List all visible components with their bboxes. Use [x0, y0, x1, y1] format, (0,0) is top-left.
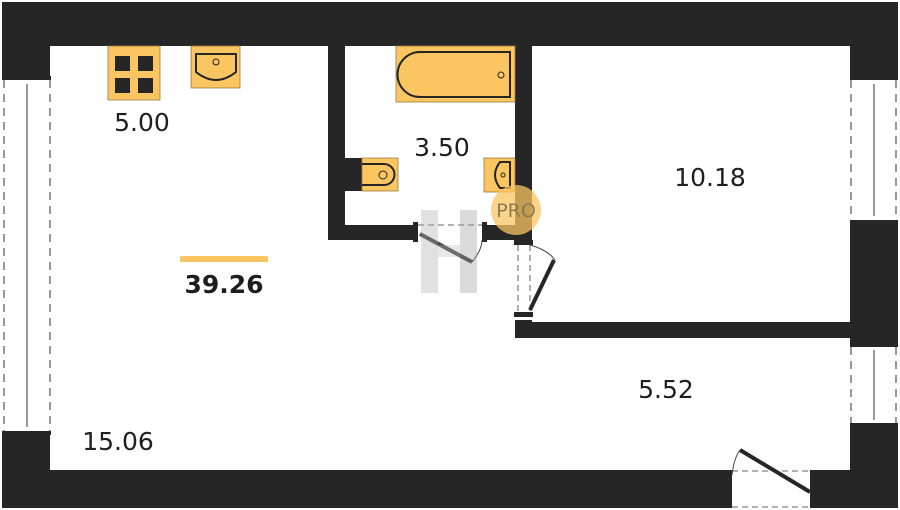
pro-watermark: PRO — [491, 185, 541, 235]
right-wall-bottom — [850, 425, 898, 508]
windows — [2, 76, 898, 435]
watermark-logo — [421, 210, 477, 293]
living-room-area: 15.06 — [82, 427, 154, 456]
top-wall — [2, 2, 898, 46]
bathtub-icon — [395, 45, 516, 103]
doors — [413, 222, 815, 508]
kitchen-area: 5.00 — [114, 108, 170, 137]
bedroom-door — [514, 240, 556, 317]
stove-icon — [107, 45, 161, 101]
bathroom-door — [413, 222, 487, 264]
watermark-text: PRO — [496, 200, 536, 222]
bottom-wall-left — [2, 470, 730, 508]
window-right-top — [850, 76, 898, 224]
fixtures — [107, 45, 516, 193]
toilet-icon — [345, 157, 399, 192]
kitchen-sink-icon — [190, 45, 241, 89]
bathroom-area: 3.50 — [414, 133, 470, 162]
bathroom-left-wall — [328, 44, 345, 240]
bedroom-area: 10.18 — [674, 163, 746, 192]
total-area-accent-bar — [180, 256, 268, 262]
window-left — [2, 76, 51, 435]
right-wall-top — [850, 2, 898, 78]
total-area: 39.26 — [184, 270, 263, 299]
bathroom-bottom-wall-left — [328, 225, 415, 240]
bedroom-bottom-wall — [515, 322, 851, 338]
left-wall-upper — [2, 2, 50, 78]
right-wall-middle — [850, 222, 898, 345]
window-right-bottom — [850, 343, 898, 427]
entrance-door — [727, 448, 815, 508]
hallway-area: 5.52 — [638, 375, 694, 404]
